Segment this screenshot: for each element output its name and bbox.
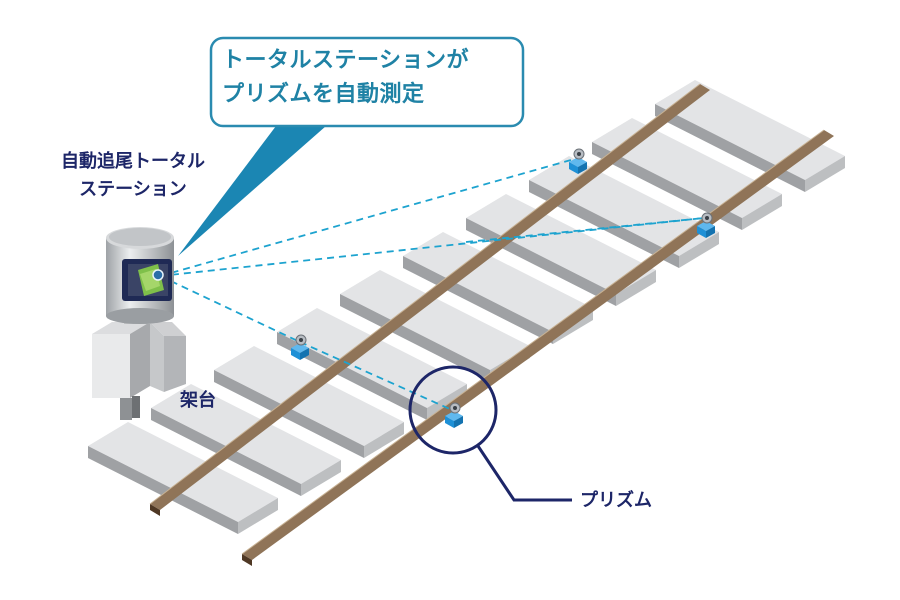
prism-far	[569, 148, 587, 174]
rail-right	[241, 129, 834, 566]
prism-highlighted	[445, 402, 463, 428]
laser-line-right-upper	[465, 217, 705, 243]
total-station-label-line-1: 自動追尾トータル	[61, 151, 205, 172]
stand-label: 架台	[180, 390, 216, 411]
prism-right	[697, 212, 715, 238]
rails	[149, 83, 834, 566]
prisms	[291, 148, 715, 428]
laser-line-left	[159, 275, 301, 343]
sleeper	[88, 422, 278, 534]
prism-left	[291, 334, 309, 360]
total-station-label-line-2: ステーション	[79, 179, 187, 200]
rail-left	[149, 83, 710, 516]
railway-sleepers	[88, 80, 845, 534]
laser-line-near	[299, 341, 453, 411]
highlight-circle	[408, 365, 498, 455]
laser-line-far	[159, 157, 579, 277]
callout-box	[209, 36, 525, 128]
total-station-label: 自動追尾トータル ステーション	[38, 148, 228, 204]
stand	[92, 310, 186, 420]
callout-text: トータルステーションが プリズムを自動測定	[222, 44, 512, 112]
laser-lines	[159, 157, 705, 411]
telescope-icon	[138, 264, 164, 296]
callout-line-1: トータルステーションが	[222, 48, 470, 73]
callout-pointer	[178, 126, 326, 256]
prism-leader-line	[476, 445, 572, 502]
prism-label: プリズム	[580, 490, 652, 511]
prism-highlight	[408, 365, 572, 502]
callout-bubble	[178, 36, 525, 256]
callout-line-2: プリズムを自動測定	[222, 82, 425, 107]
total-station	[106, 227, 174, 324]
